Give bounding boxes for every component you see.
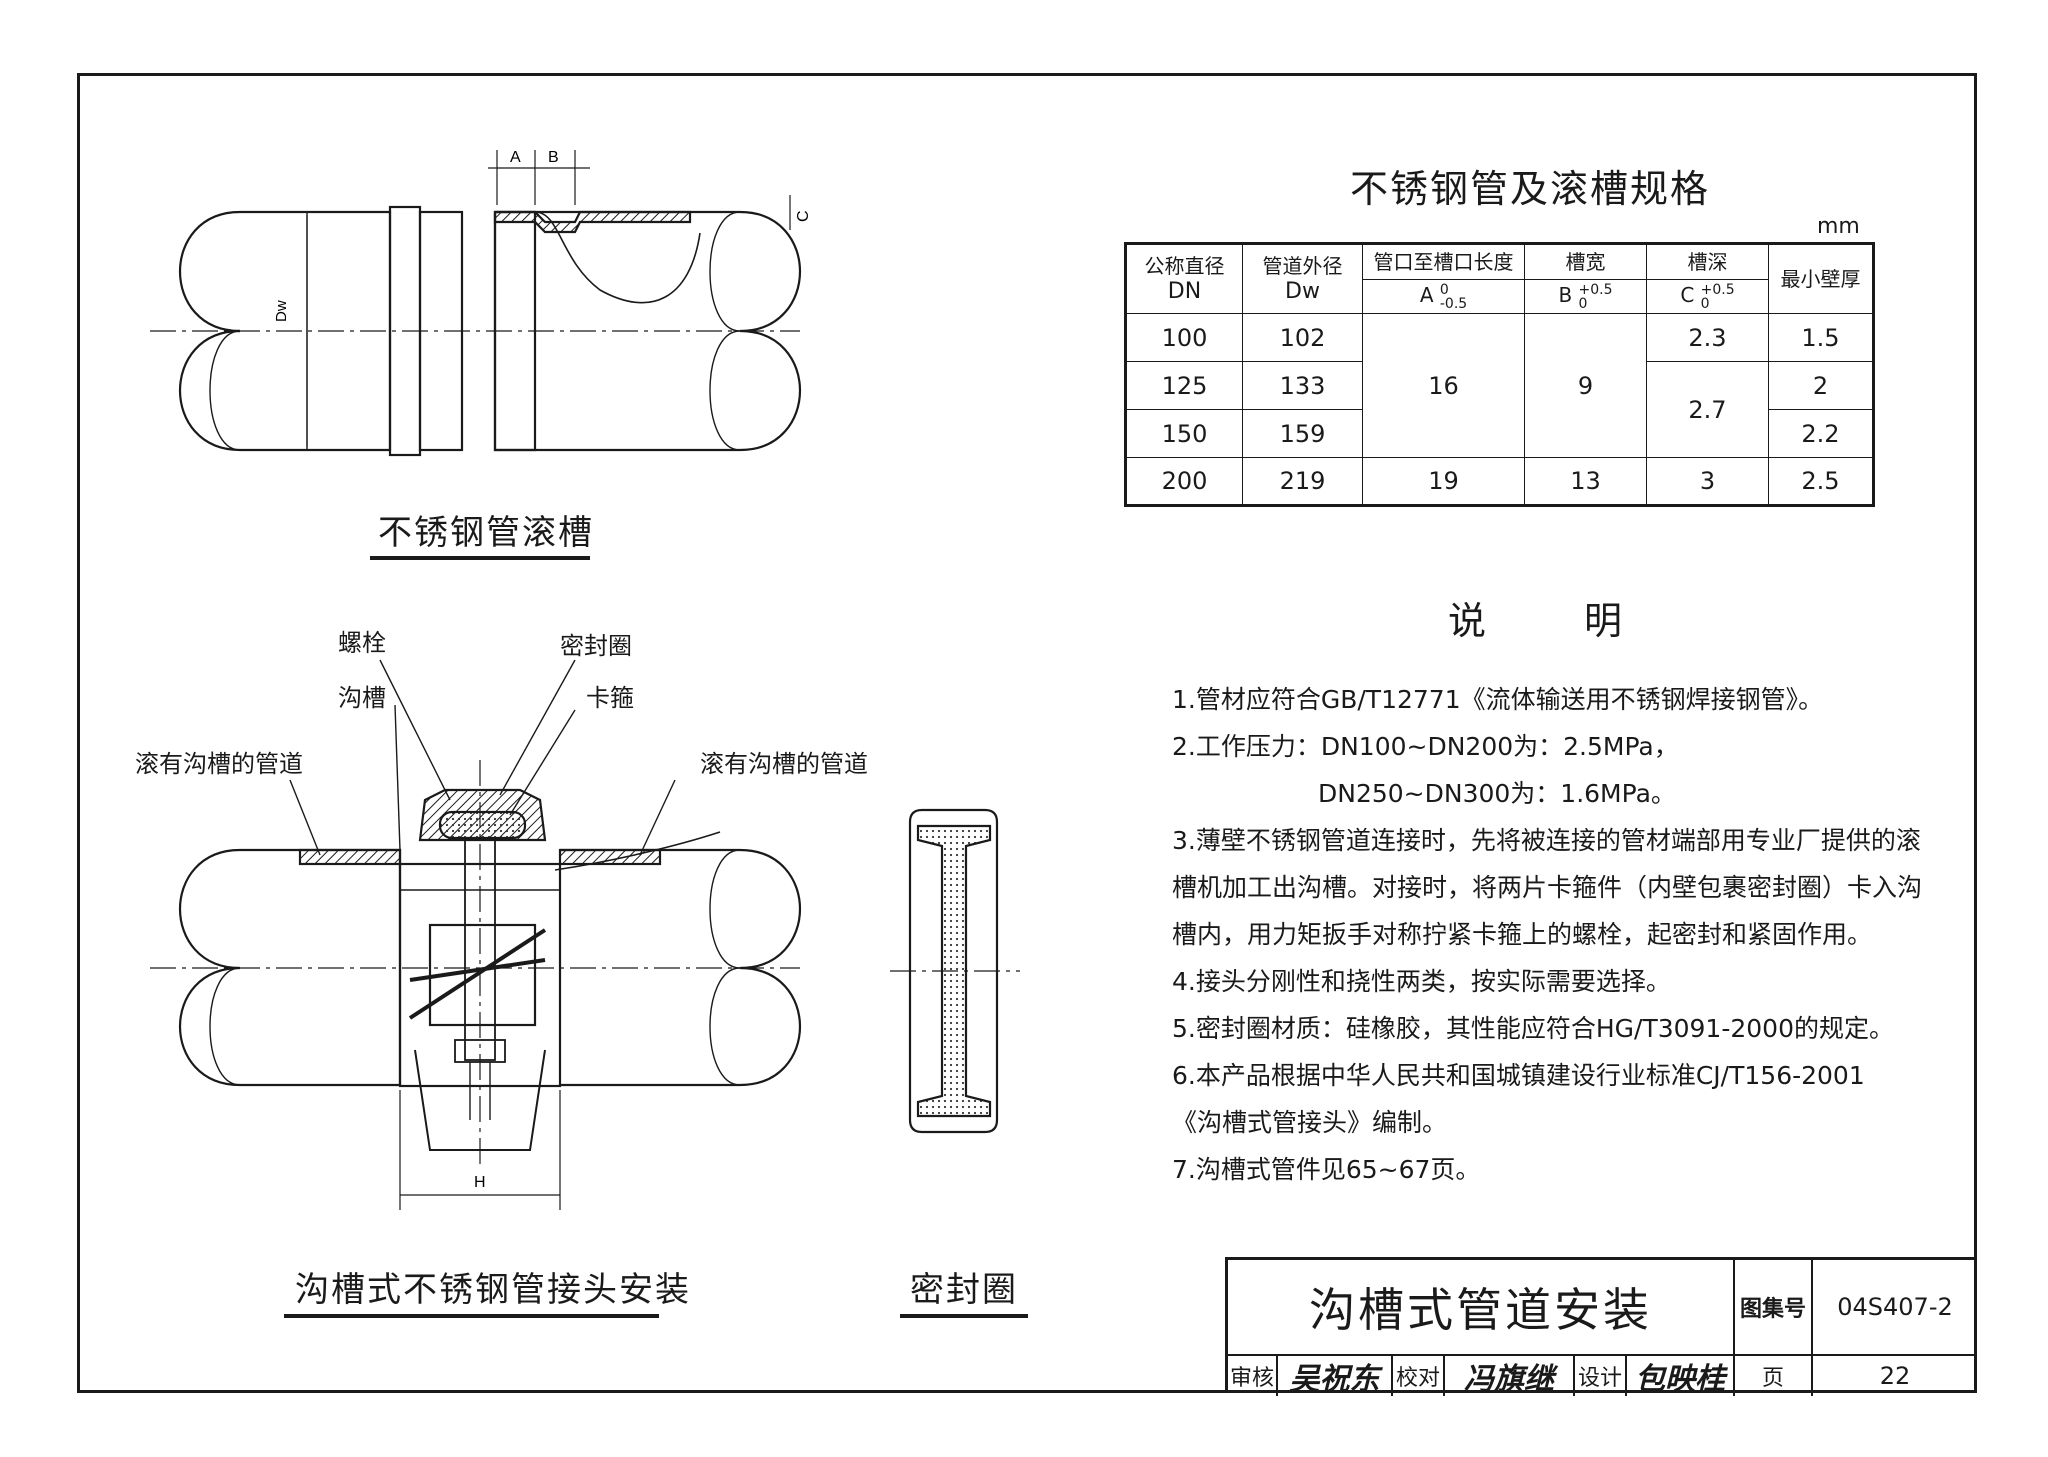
header-dw-name: 管道外径 <box>1262 254 1343 278</box>
cell-b: 13 <box>1524 457 1647 506</box>
page-number: 22 <box>1879 1362 1911 1390</box>
table-row: 150 159 2.2 <box>1125 409 1874 458</box>
header-b-symbol: B +0.5 0 <box>1524 279 1647 314</box>
groove-caption: 不锈钢管滚槽 <box>378 513 594 553</box>
cell-dn: 200 <box>1125 457 1243 506</box>
atlas-number: 04S407-2 <box>1813 1260 1977 1356</box>
review-signature: 吴祝东 <box>1278 1356 1393 1397</box>
note-line: 槽内，用力矩扳手对称拧紧卡箍上的螺栓，起密封和紧固作用。 <box>1172 920 1873 949</box>
header-a-symbol: A 0 -0.5 <box>1362 279 1525 314</box>
cell-dn: 100 <box>1125 313 1243 362</box>
dim-h-label: H <box>474 1174 486 1191</box>
spec-table-title: 不锈钢管及滚槽规格 <box>1350 167 1711 211</box>
b-tol-upper: +0.5 <box>1578 281 1613 298</box>
note-line: 3.薄壁不锈钢管道连接时，先将被连接的管材端部用专业厂提供的滚 <box>1172 826 1921 855</box>
joint-caption-underline <box>284 1314 659 1318</box>
seal-caption: 密封圈 <box>910 1270 1018 1310</box>
page-label: 页 <box>1735 1356 1813 1396</box>
a-tol-upper: 0 <box>1439 281 1449 298</box>
cell-dw: 219 <box>1242 457 1363 506</box>
header-dw: 管道外径 Dw <box>1242 243 1363 314</box>
a-symbol: A <box>1419 283 1434 308</box>
drawing-title: 沟槽式管道安装 <box>1228 1260 1735 1356</box>
title-block: 沟槽式管道安装 图集号 04S407-2 审核 吴祝东 校对 冯旗继 设计 包映… <box>1225 1257 1977 1397</box>
cell-a-merged: 16 <box>1362 313 1525 458</box>
note-line: 1.管材应符合GB/T12771《流体输送用不锈钢焊接钢管》。 <box>1172 685 1824 714</box>
label-pipe-right: 滚有沟槽的管道 <box>700 750 868 778</box>
note-line: DN250~DN300为：1.6MPa。 <box>1318 779 1676 808</box>
b-symbol: B <box>1558 283 1573 308</box>
header-dn-symbol: DN <box>1167 279 1202 304</box>
cell-wall: 2 <box>1768 361 1874 410</box>
cell-dn: 150 <box>1125 409 1243 458</box>
header-c: 槽深 <box>1646 243 1769 280</box>
note-line: 槽机加工出沟槽。对接时，将两片卡箍件（内壁包裹密封圈）卡入沟 <box>1172 873 1923 902</box>
note-line: 《沟槽式管接头》编制。 <box>1172 1108 1448 1137</box>
label-pipe-left: 滚有沟槽的管道 <box>135 750 303 778</box>
joint-drawing <box>150 659 801 1210</box>
header-dn: 公称直径 DN <box>1125 243 1243 314</box>
cell-dn: 125 <box>1125 361 1243 410</box>
note-line: 4.接头分刚性和挠性两类，按实际需要选择。 <box>1172 967 1671 996</box>
b-tol-lower: 0 <box>1578 295 1588 312</box>
note-line: 2.工作压力：DN100~DN200为：2.5MPa， <box>1172 732 1679 761</box>
c-tol-lower: 0 <box>1700 295 1710 312</box>
cell-c: 3 <box>1646 457 1769 506</box>
header-b: 槽宽 <box>1524 243 1647 280</box>
seal-ring-drawing <box>890 808 1020 1134</box>
header-dw-symbol: Dw <box>1285 279 1320 304</box>
header-c-symbol: C +0.5 0 <box>1646 279 1769 314</box>
check-signature: 冯旗继 <box>1445 1356 1575 1397</box>
label-bolt: 螺栓 <box>338 629 386 657</box>
spec-table: 公称直径 DN 管道外径 Dw 管口至槽口长度 槽宽 槽深 最小壁厚 A 0 -… <box>1124 242 1875 507</box>
dim-b-label: B <box>548 149 559 166</box>
cell-c: 2.3 <box>1646 313 1769 362</box>
cell-wall: 2.5 <box>1768 457 1874 506</box>
spec-table-unit: mm <box>1817 214 1860 239</box>
cell-dw: 133 <box>1242 361 1363 410</box>
design-signature: 包映桂 <box>1627 1356 1735 1397</box>
note-line: 5.密封圈材质：硅橡胶，其性能应符合HG/T3091-2000的规定。 <box>1172 1014 1894 1043</box>
check-label: 校对 <box>1393 1356 1445 1396</box>
drawing-frame <box>77 73 1977 1393</box>
a-tol-lower: -0.5 <box>1439 295 1468 312</box>
cell-wall: 1.5 <box>1768 313 1874 362</box>
cell-wall: 2.2 <box>1768 409 1874 458</box>
dim-dw-label: Dw <box>273 300 290 322</box>
cell-a: 19 <box>1362 457 1525 506</box>
atlas-label: 图集号 <box>1735 1260 1813 1356</box>
header-a: 管口至槽口长度 <box>1362 243 1525 280</box>
groove-drawing <box>150 150 801 457</box>
review-label: 审核 <box>1228 1356 1278 1396</box>
cell-dw: 159 <box>1242 409 1363 458</box>
note-line: 6.本产品根据中华人民共和国城镇建设行业标准CJ/T156-2001 <box>1172 1061 1865 1090</box>
design-label: 设计 <box>1575 1356 1627 1396</box>
label-seal: 密封圈 <box>560 632 632 660</box>
header-dn-name: 公称直径 <box>1144 254 1225 278</box>
table-row: 200 219 19 13 3 2.5 <box>1125 457 1874 506</box>
joint-caption: 沟槽式不锈钢管接头安装 <box>295 1270 691 1310</box>
c-tol-upper: +0.5 <box>1700 281 1735 298</box>
label-clamp: 卡箍 <box>586 684 634 712</box>
table-row: 125 133 2.7 2 <box>1125 361 1874 458</box>
label-groove: 沟槽 <box>338 684 386 712</box>
seal-caption-underline <box>900 1314 1028 1318</box>
table-row: 100 102 16 9 2.3 1.5 <box>1125 313 1874 458</box>
c-symbol: C <box>1680 283 1695 308</box>
dim-c-label: C <box>795 210 812 222</box>
dim-a-label: A <box>510 149 521 166</box>
groove-caption-underline <box>370 556 590 560</box>
header-wall: 最小壁厚 <box>1768 243 1874 314</box>
note-line: 7.沟槽式管件见65~67页。 <box>1172 1155 1481 1184</box>
cell-c-merged: 2.7 <box>1646 361 1769 458</box>
cell-b-merged: 9 <box>1524 313 1647 458</box>
cell-dw: 102 <box>1242 313 1363 362</box>
notes-title: 说 明 <box>1448 599 1653 643</box>
